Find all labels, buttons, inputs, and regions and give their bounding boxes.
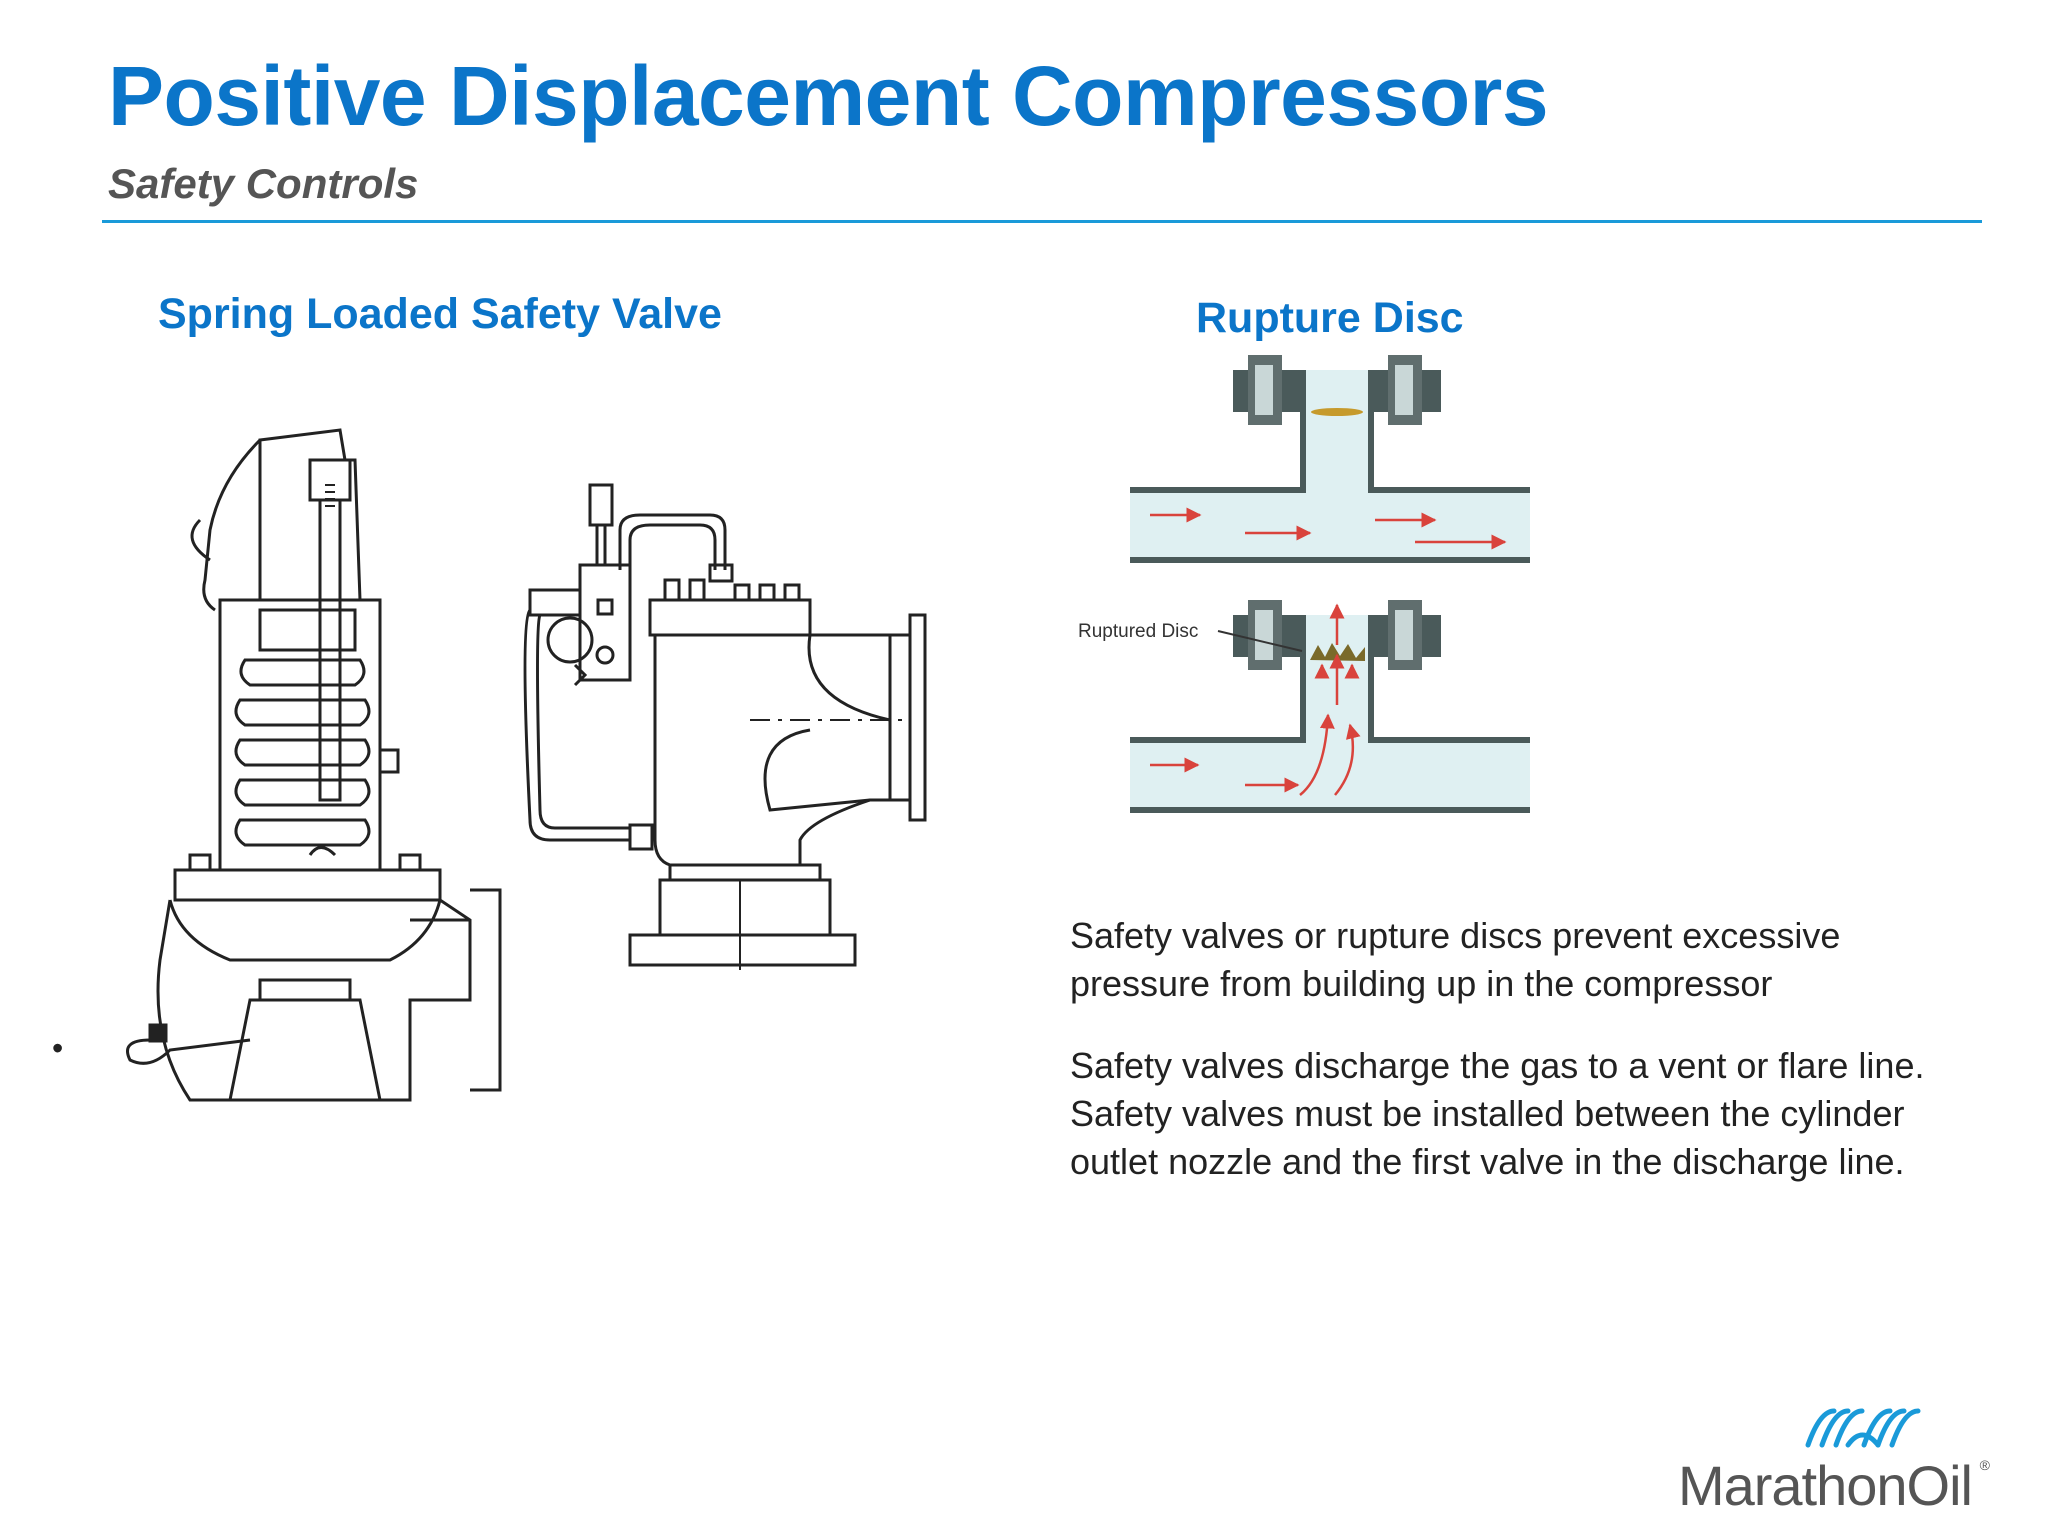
marathon-wave-icon (1805, 1408, 1921, 1448)
title-divider (102, 220, 1982, 223)
rupture-disc-drawing: Ruptured Disc (1078, 355, 1530, 813)
registered-mark: ® (1979, 1457, 1990, 1473)
rupture-disc-heading: Rupture Disc (1196, 294, 1464, 342)
logo-wordmark: MarathonOil (1677, 1454, 1973, 1517)
safety-valve-drawing (126, 428, 927, 1102)
safety-valve-heading: Spring Loaded Safety Valve (158, 290, 722, 338)
paragraph-installation: Safety valves discharge the gas to a ven… (1070, 1045, 1925, 1182)
paragraph-purpose: Safety valves or rupture discs prevent e… (1070, 915, 1841, 1004)
ruptured-disc-label: Ruptured Disc (1078, 621, 1198, 642)
slide-subtitle: Safety Controls (108, 160, 419, 207)
marathon-oil-logo: MarathonOil ® (1650, 1405, 1990, 1525)
empty-bullet: • (52, 1030, 64, 1066)
slide-title: Positive Displacement Compressors (108, 49, 1549, 143)
